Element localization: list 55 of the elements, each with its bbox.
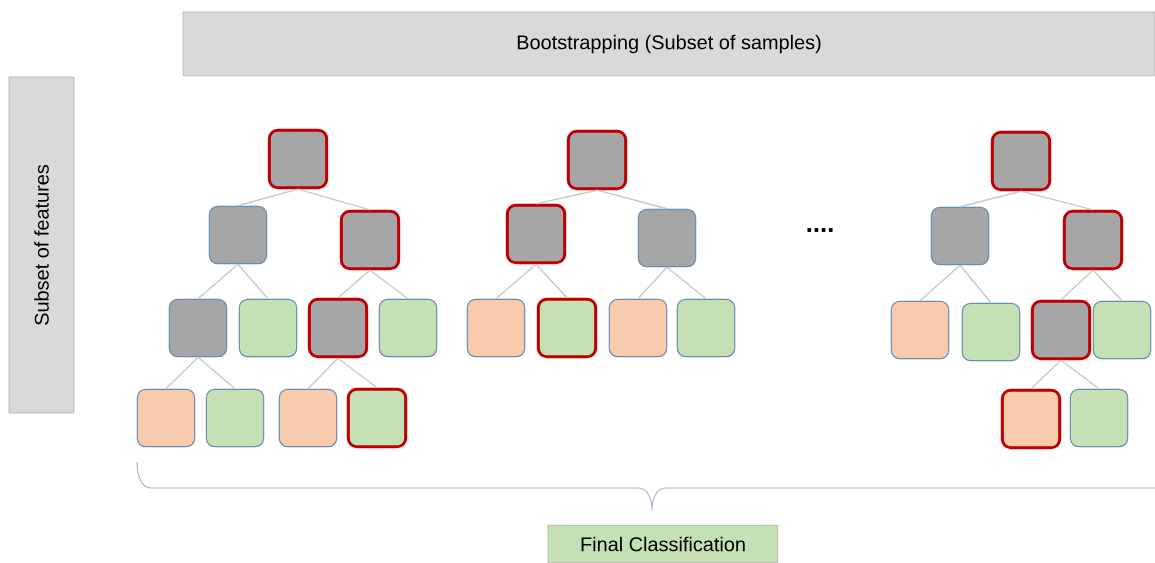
ellipsis-dots: .... bbox=[807, 228, 833, 232]
split-node-box bbox=[566, 129, 628, 191]
branch-line bbox=[666, 266, 707, 300]
branch-line bbox=[535, 263, 568, 299]
leaf-box bbox=[536, 297, 598, 359]
branch-line bbox=[637, 266, 668, 300]
branch-line bbox=[197, 356, 236, 390]
branch-line bbox=[237, 263, 269, 300]
branch-line bbox=[959, 190, 1022, 208]
branch-line bbox=[165, 356, 199, 390]
leaf-box bbox=[136, 388, 196, 448]
header-band: Subset of features bbox=[8, 76, 75, 414]
branch-line bbox=[495, 263, 537, 300]
branch-line bbox=[1060, 269, 1094, 301]
branch-line bbox=[596, 189, 668, 210]
split-node-box bbox=[637, 208, 697, 268]
split-node-box bbox=[168, 298, 228, 358]
branch-line bbox=[959, 264, 992, 304]
leaf-box bbox=[378, 298, 438, 358]
split-node-box bbox=[339, 209, 401, 271]
branch-line bbox=[1092, 269, 1123, 302]
split-node-box bbox=[208, 205, 268, 265]
branch-line bbox=[197, 263, 239, 300]
leaf-box bbox=[676, 298, 736, 358]
branch-line bbox=[237, 188, 299, 207]
branch-line bbox=[337, 269, 371, 299]
branch-line bbox=[919, 264, 961, 302]
split-node-box bbox=[505, 203, 567, 265]
leaf-box bbox=[205, 388, 265, 448]
leaf-box bbox=[1092, 300, 1152, 360]
leaf-box bbox=[278, 388, 338, 448]
branch-line bbox=[297, 188, 371, 211]
leaf-box bbox=[608, 298, 668, 358]
branch-line bbox=[369, 269, 409, 300]
branch-line bbox=[535, 189, 598, 205]
leaf-box bbox=[1000, 388, 1062, 450]
leaf-box bbox=[1069, 388, 1129, 448]
header-band: Bootstrapping (Subset of samples) bbox=[182, 11, 1155, 77]
split-node-box bbox=[1062, 209, 1124, 271]
split-node-box bbox=[930, 206, 990, 266]
leaf-box bbox=[346, 387, 408, 449]
split-node-box bbox=[990, 130, 1052, 192]
split-node-box bbox=[307, 297, 369, 359]
branch-line bbox=[1060, 359, 1100, 390]
split-node-box bbox=[1030, 299, 1092, 361]
result-box: Final Classification bbox=[547, 524, 779, 563]
split-node-box bbox=[267, 128, 329, 190]
leaf-box bbox=[961, 302, 1021, 362]
branch-line bbox=[1020, 190, 1094, 211]
branch-line bbox=[337, 357, 378, 389]
leaf-box bbox=[238, 298, 298, 358]
leaf-box bbox=[890, 300, 950, 360]
branch-line bbox=[307, 357, 339, 390]
branch-line bbox=[1030, 359, 1062, 390]
leaf-box bbox=[466, 298, 526, 358]
